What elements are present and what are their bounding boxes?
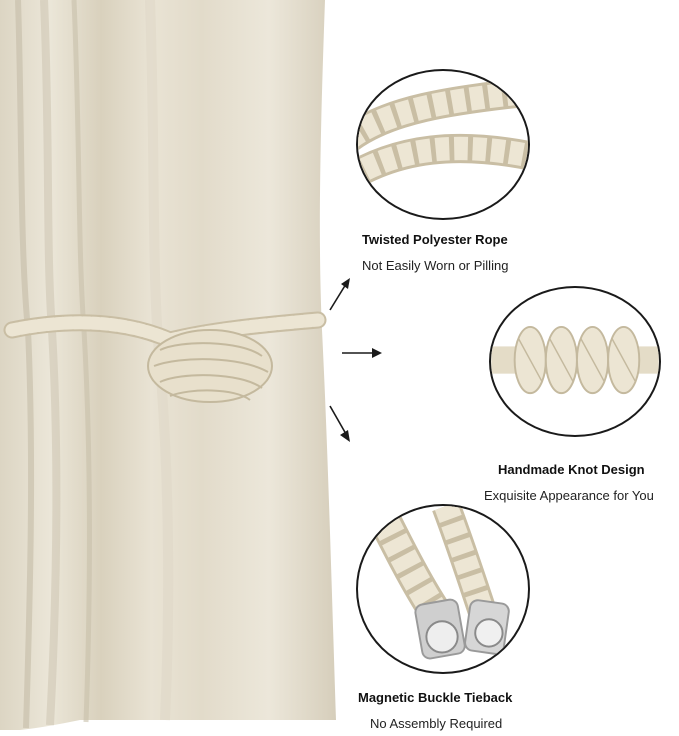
feature-subtitle-rope: Not Easily Worn or Pilling	[362, 258, 509, 273]
magnetic-buckle-icon	[362, 506, 510, 660]
knot-icon	[491, 325, 659, 395]
knot-closeup	[489, 286, 661, 437]
magnetic-buckle-closeup	[356, 504, 530, 674]
feature-subtitle-buckle: No Assembly Required	[370, 716, 503, 731]
curtain-with-tieback-image	[0, 0, 336, 730]
twisted-rope-closeup	[356, 69, 530, 220]
feature-title-knot: Handmade Knot Design	[498, 462, 645, 477]
arrow-right-icon	[342, 348, 382, 358]
feature-title-rope: Twisted Polyester Rope	[362, 232, 508, 247]
twisted-rope-icon	[358, 77, 528, 190]
arrow-up-right-icon	[329, 278, 350, 311]
arrow-down-right-icon	[329, 405, 350, 442]
feature-subtitle-knot: Exquisite Appearance for You	[484, 488, 654, 503]
feature-title-buckle: Magnetic Buckle Tieback	[358, 690, 513, 705]
